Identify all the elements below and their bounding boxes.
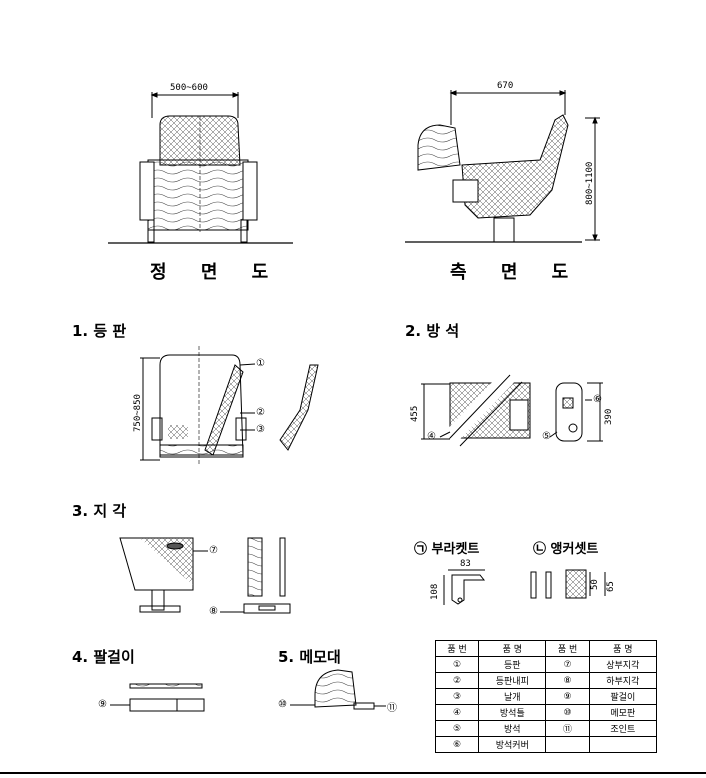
table-header-row: 품 번 품 명 품 번 품 명 [434,640,658,657]
dim-anchor-b: 65 [606,581,616,592]
dim-bracket-width: 83 [460,559,471,569]
table-row: ④ 방석틀 ⑩ 메모판 [434,704,658,721]
callout-1: ① [256,358,265,369]
table-cell: 상부지각 [588,656,658,673]
table-cell: 메모판 [588,704,658,721]
header-cell: 품 명 [478,640,547,657]
dim-bracket-height: 108 [430,583,440,600]
table-cell: ② [434,672,480,689]
section-back-panel: 1. 등 판 [72,322,127,340]
table-cell: ⑧ [545,672,590,689]
table-cell: ③ [434,688,480,705]
front-view-chair [108,92,293,244]
table-cell: 날개 [478,688,547,705]
table-cell [545,736,590,753]
table-cell: ⑦ [545,656,590,673]
front-view-title: 정 면 도 [150,262,283,283]
seat-drawing [421,369,603,447]
table-cell: ⑥ [434,736,480,753]
callout-7: ⑦ [209,545,218,556]
callout-2: ② [256,407,265,418]
table-cell: ⑩ [545,704,590,721]
table-cell: 하부지각 [588,672,658,689]
dim-back-height: 750~850 [133,394,143,432]
callout-3: ③ [256,424,265,435]
table-cell: 등판내피 [478,672,547,689]
bracket-title: ㉠ 부라켓트 [414,542,480,557]
callout-6: ⑥ [593,394,602,405]
callout-11: ⑪ [387,703,397,714]
header-cell: 품 번 [545,640,590,657]
dim-seat-height: 455 [410,405,420,422]
callout-10: ⑩ [278,699,287,710]
table-cell: 조인트 [588,720,658,737]
header-cell: 품 명 [588,640,658,657]
section-memo-board: 5. 메모대 [278,648,341,666]
table-row: ⑥ 방석커버 [434,736,658,753]
callout-8: ⑧ [209,606,218,617]
section-legs: 3. 지 각 [72,502,127,520]
side-view-chair [405,90,600,243]
legs-drawing [119,537,291,614]
dim-side-depth: 670 [497,81,514,91]
table-row: ① 등판 ⑦ 상부지각 [434,656,658,673]
dim-side-height: 800~1100 [585,161,595,205]
table-cell: 방석커버 [478,736,547,753]
bracket-drawing [443,569,486,605]
table-cell: 방석 [478,720,547,737]
section-armrest: 4. 팔걸이 [72,648,135,666]
callout-5: ⑤ [542,431,551,442]
table-cell: 방석틀 [478,704,547,721]
anchor-drawing [530,569,606,599]
bottom-border-line [0,772,706,774]
table-cell: 등판 [478,656,547,673]
memo-board-drawing [290,669,386,710]
table-cell: ⑪ [545,720,590,737]
table-cell: ⑨ [545,688,590,705]
callout-4: ④ [427,431,436,442]
table-cell: ④ [434,704,480,721]
table-row: ③ 날개 ⑨ 팔걸이 [434,688,658,705]
dim-seat-depth: 390 [604,408,614,425]
table-row: ⑤ 방석 ⑪ 조인트 [434,720,658,737]
header-cell: 품 번 [434,640,480,657]
section-seat: 2. 방 석 [405,322,460,340]
armrest-drawing [110,683,205,712]
anchor-title: ㉡ 앵커셋트 [533,542,599,557]
table-cell: 팔걸이 [588,688,658,705]
back-panel-drawing [140,346,319,465]
parts-table: 품 번 품 명 품 번 품 명 ① 등판 ⑦ 상부지각 ② 등판내피 ⑧ 하부지… [434,640,658,753]
table-cell [588,736,658,753]
table-cell: ① [434,656,480,673]
table-cell: ⑤ [434,720,480,737]
callout-9: ⑨ [98,699,107,710]
table-row: ② 등판내피 ⑧ 하부지각 [434,672,658,689]
dim-front-width: 500~600 [170,83,208,93]
dim-anchor-a: 50 [590,579,600,590]
side-view-title: 측 면 도 [450,262,583,283]
